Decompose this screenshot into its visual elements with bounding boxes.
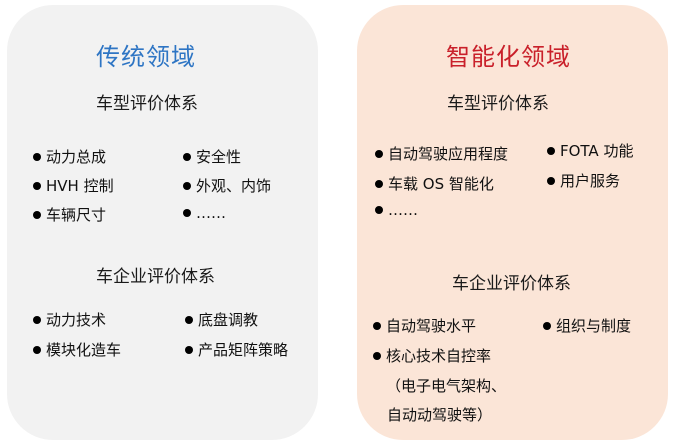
list-item: 动力技术 (33, 309, 106, 330)
traditional-domain-panel (7, 5, 318, 440)
intelligent-domain-panel (357, 5, 668, 440)
bullet-icon (543, 321, 551, 330)
intelligent-domain-title: 智能化领域 (446, 43, 571, 71)
bullet-icon (33, 210, 41, 219)
list-item: 车辆尺寸 (33, 204, 106, 225)
list-item: FOTA 功能 (547, 140, 633, 161)
left-vehicle-heading: 车型评价体系 (96, 94, 198, 114)
list-item: 用户服务 (547, 170, 620, 191)
list-item: 产品矩阵策略 (185, 339, 288, 360)
list-item: 组织与制度 (543, 315, 631, 336)
bullet-icon (183, 181, 191, 190)
bullet-icon (185, 345, 193, 354)
list-item: …… (375, 201, 418, 219)
bullet-icon (375, 149, 383, 158)
bullet-icon (183, 209, 191, 217)
bullet-icon (375, 179, 383, 188)
bullet-icon (33, 152, 41, 161)
left-enterprise-heading: 车企业评价体系 (96, 267, 215, 287)
bullet-icon (375, 206, 383, 214)
bullet-icon (373, 351, 381, 360)
list-item: …… (183, 204, 226, 222)
bullet-icon (33, 181, 41, 190)
bullet-icon (547, 146, 555, 155)
bullet-icon (185, 315, 193, 324)
bullet-icon (183, 152, 191, 161)
bullet-icon (33, 345, 41, 354)
list-item: 自动驾驶水平 (373, 315, 476, 336)
list-item: 安全性 (183, 146, 241, 167)
list-item: 核心技术自控率 (373, 345, 491, 366)
bullet-icon (33, 315, 41, 324)
right-enterprise-heading: 车企业评价体系 (452, 274, 571, 294)
traditional-domain-title: 传统领域 (96, 43, 196, 71)
list-item: HVH 控制 (33, 175, 114, 196)
list-item: 动力总成 (33, 146, 106, 167)
bullet-icon (547, 176, 555, 185)
right-vehicle-heading: 车型评价体系 (447, 94, 549, 114)
bullet-icon (373, 321, 381, 330)
list-item: 自动驾驶应用程度 (375, 143, 508, 164)
list-item: 底盘调教 (185, 309, 258, 330)
note-line: 自动动驾驶等） (387, 406, 493, 424)
note-line: （电子电气架构、 (386, 377, 507, 395)
list-item: 外观、内饰 (183, 175, 271, 196)
list-item: 模块化造车 (33, 339, 121, 360)
list-item: 车载 OS 智能化 (375, 173, 494, 194)
